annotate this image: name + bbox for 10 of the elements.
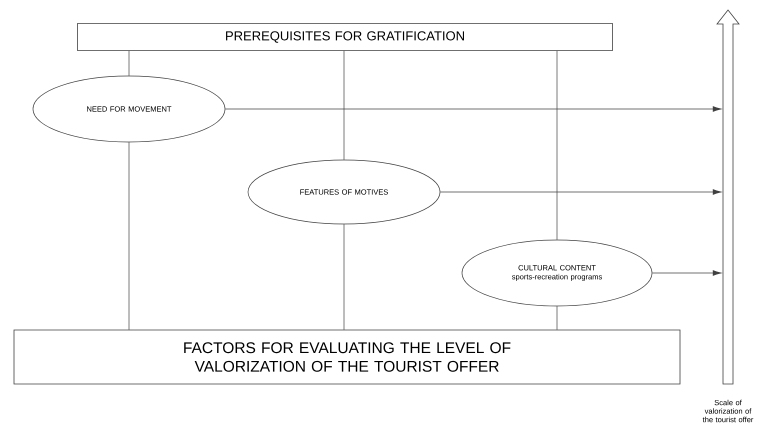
connector xyxy=(652,270,722,276)
scale-arrow xyxy=(716,9,740,384)
connector xyxy=(128,50,130,76)
heading-box: PREREQUISITES FOR GRATIFICATION xyxy=(77,23,613,51)
factors-box: FACTORS FOR EVALUATING THE LEVEL OF VALORIZATION OF THE TOURIST OFFER xyxy=(14,330,680,384)
connector xyxy=(128,142,130,330)
connector xyxy=(556,50,558,240)
connector xyxy=(440,189,722,195)
connector xyxy=(556,306,558,330)
connector xyxy=(225,106,722,112)
